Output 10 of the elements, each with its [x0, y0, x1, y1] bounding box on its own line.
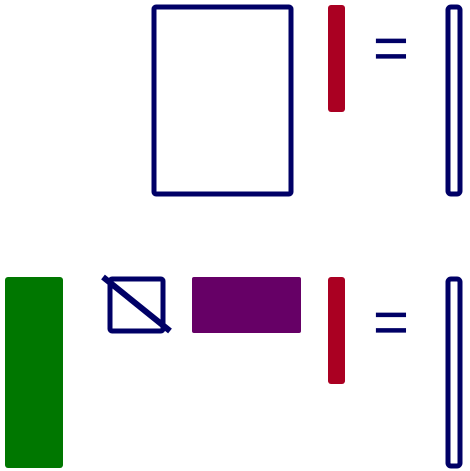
vector-bar: [328, 5, 345, 112]
matrix-outline: [151, 4, 294, 197]
equals-sign: =: [372, 18, 410, 80]
equals-sign: =: [372, 292, 410, 354]
vector-bar: [328, 277, 345, 384]
vector-outline: [445, 276, 463, 469]
triangular-matrix: [102, 276, 172, 333]
vector-outline: [445, 4, 463, 197]
matrix-block: [5, 277, 63, 468]
matrix-block: [192, 277, 301, 333]
